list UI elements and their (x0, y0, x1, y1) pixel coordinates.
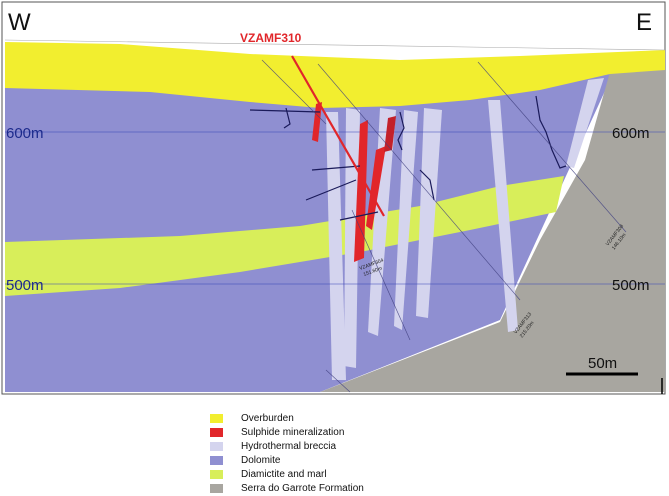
legend-label: Sulphide mineralization (241, 427, 345, 438)
scale-label: 50m (588, 355, 617, 372)
depth-label-right-600: 600m (612, 125, 650, 142)
breccia-vein (368, 108, 396, 336)
drillhole-label: VZAMF310 (240, 31, 302, 45)
legend-label: Dolomite (241, 455, 281, 466)
topography-line (4, 39, 666, 51)
breccia-vein (566, 78, 604, 168)
breccia-vein (394, 110, 418, 330)
breccia-vein (488, 100, 518, 332)
legend-label: Serra do Garrote Formation (241, 483, 364, 494)
legend-swatch (210, 484, 223, 493)
legend-item-dolomite: Dolomite (210, 454, 470, 467)
legend-swatch (210, 428, 223, 437)
sulphide-lens (384, 116, 396, 152)
breccia-vein (416, 108, 442, 318)
breccia-vein (344, 108, 360, 368)
legend-swatch (210, 414, 223, 423)
legend-item-sulphide: Sulphide mineralization (210, 426, 470, 439)
drillhole-vzamf310 (291, 55, 385, 217)
legend-label: Hydrothermal breccia (241, 441, 337, 452)
legend-swatch (210, 456, 223, 465)
depth-label-left-500: 500m (6, 277, 44, 294)
west-label: W (8, 9, 31, 36)
legend-swatch (210, 470, 223, 479)
sulphide-group (312, 102, 396, 262)
legend-swatch (210, 442, 223, 451)
legend-label: Overburden (241, 413, 294, 424)
legend: Overburden Sulphide mineralization Hydro… (210, 412, 470, 496)
legend-item-diamictite: Diamictite and marl (210, 468, 470, 481)
geological-cross-section: W E VZAMF310 600m 500m 600m 500m 50m VZA… (1, 1, 666, 395)
legend-item-overburden: Overburden (210, 412, 470, 425)
depth-label-right-500: 500m (612, 277, 650, 294)
legend-label: Diamictite and marl (241, 469, 327, 480)
depth-label-left-600: 600m (6, 125, 44, 142)
overburden-unit (5, 42, 665, 108)
legend-item-serra-do-garrote: Serra do Garrote Formation (210, 482, 470, 495)
breccia-vein (326, 112, 346, 380)
east-label: E (636, 9, 652, 36)
serra-do-garrote-unit (320, 68, 665, 392)
fracture-traces (249, 95, 567, 221)
drillhole-traces (261, 59, 627, 393)
sulphide-lens (354, 120, 368, 262)
legend-item-breccia: Hydrothermal breccia (210, 440, 470, 453)
sulphide-lens (366, 146, 386, 230)
hydrothermal-breccia-group (326, 78, 604, 380)
